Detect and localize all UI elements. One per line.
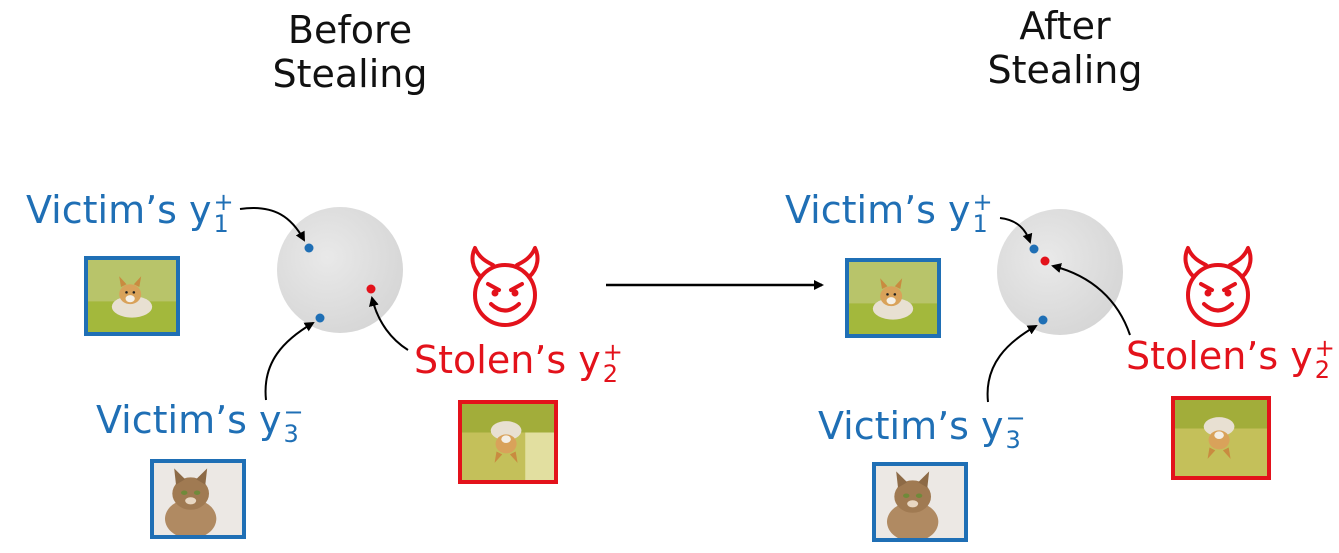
smiling-devil-icon bbox=[470, 246, 540, 327]
stolen-positive-sup: + bbox=[602, 337, 623, 366]
victim-positive-label-before: Victim’s y+1 bbox=[26, 187, 234, 238]
flipped-dog-photo bbox=[1171, 396, 1271, 480]
victim-negative-text: Victim’s y bbox=[96, 398, 282, 442]
cat-photo bbox=[150, 459, 246, 539]
embedding-space-before bbox=[277, 207, 403, 333]
victim-negative-sup: − bbox=[1005, 403, 1026, 432]
victim-negative-point-after bbox=[1038, 315, 1048, 325]
stolen-positive-text: Stolen’s y bbox=[1126, 334, 1313, 378]
victim-positive-text: Victim’s y bbox=[785, 188, 971, 232]
stolen-positive-point-before bbox=[366, 284, 376, 294]
victim-negative-label-after: Victim’s y−3 bbox=[818, 403, 1026, 454]
victim-positive-sup: + bbox=[213, 187, 234, 216]
after-title-line1: After bbox=[1019, 4, 1111, 48]
victim-negative-text: Victim’s y bbox=[818, 404, 1004, 448]
stolen-positive-label-after: Stolen’s y+2 bbox=[1126, 333, 1335, 384]
stolen-positive-text: Stolen’s y bbox=[414, 338, 601, 382]
before-title: Before Stealing bbox=[220, 8, 480, 96]
dog-photo bbox=[84, 256, 180, 336]
flipped-dog-photo bbox=[458, 400, 558, 484]
victim-positive-label-after: Victim’s y+1 bbox=[785, 187, 993, 238]
cat-photo bbox=[872, 462, 968, 542]
stolen-positive-point-after bbox=[1040, 256, 1050, 266]
before-title-line2: Stealing bbox=[272, 52, 428, 96]
victim-positive-text: Victim’s y bbox=[26, 188, 212, 232]
before-title-line1: Before bbox=[287, 8, 413, 52]
victim-positive-point-before bbox=[304, 243, 314, 253]
smiling-devil-icon bbox=[1183, 246, 1253, 327]
victim-positive-point-after bbox=[1029, 244, 1039, 254]
arrow-stolen-before bbox=[369, 296, 409, 351]
victim-negative-sub: 3 bbox=[1005, 425, 1021, 454]
victim-negative-sup: − bbox=[283, 397, 304, 426]
victim-negative-sub: 3 bbox=[283, 419, 299, 448]
arrow-victim-neg-before bbox=[264, 321, 315, 401]
stolen-positive-label-before: Stolen’s y+2 bbox=[414, 337, 623, 388]
after-title: After Stealing bbox=[935, 4, 1195, 92]
dog-photo bbox=[845, 258, 941, 338]
victim-negative-label-before: Victim’s y−3 bbox=[96, 397, 304, 448]
after-title-line2: Stealing bbox=[987, 48, 1143, 92]
arrow-victim-neg-after bbox=[986, 325, 1038, 403]
arrow-victim-pos-before bbox=[239, 207, 305, 242]
victim-positive-sup: + bbox=[972, 187, 993, 216]
stolen-positive-sub: 2 bbox=[602, 359, 619, 388]
victim-positive-sub: 1 bbox=[972, 209, 988, 238]
arrow-victim-pos-after bbox=[999, 217, 1033, 244]
embedding-space-after bbox=[997, 209, 1123, 335]
arrow-stolen-after bbox=[1051, 263, 1131, 336]
stolen-positive-sub: 2 bbox=[1314, 355, 1331, 384]
victim-positive-sub: 1 bbox=[213, 209, 229, 238]
victim-negative-point-before bbox=[315, 313, 325, 323]
stolen-positive-sup: + bbox=[1314, 333, 1335, 362]
